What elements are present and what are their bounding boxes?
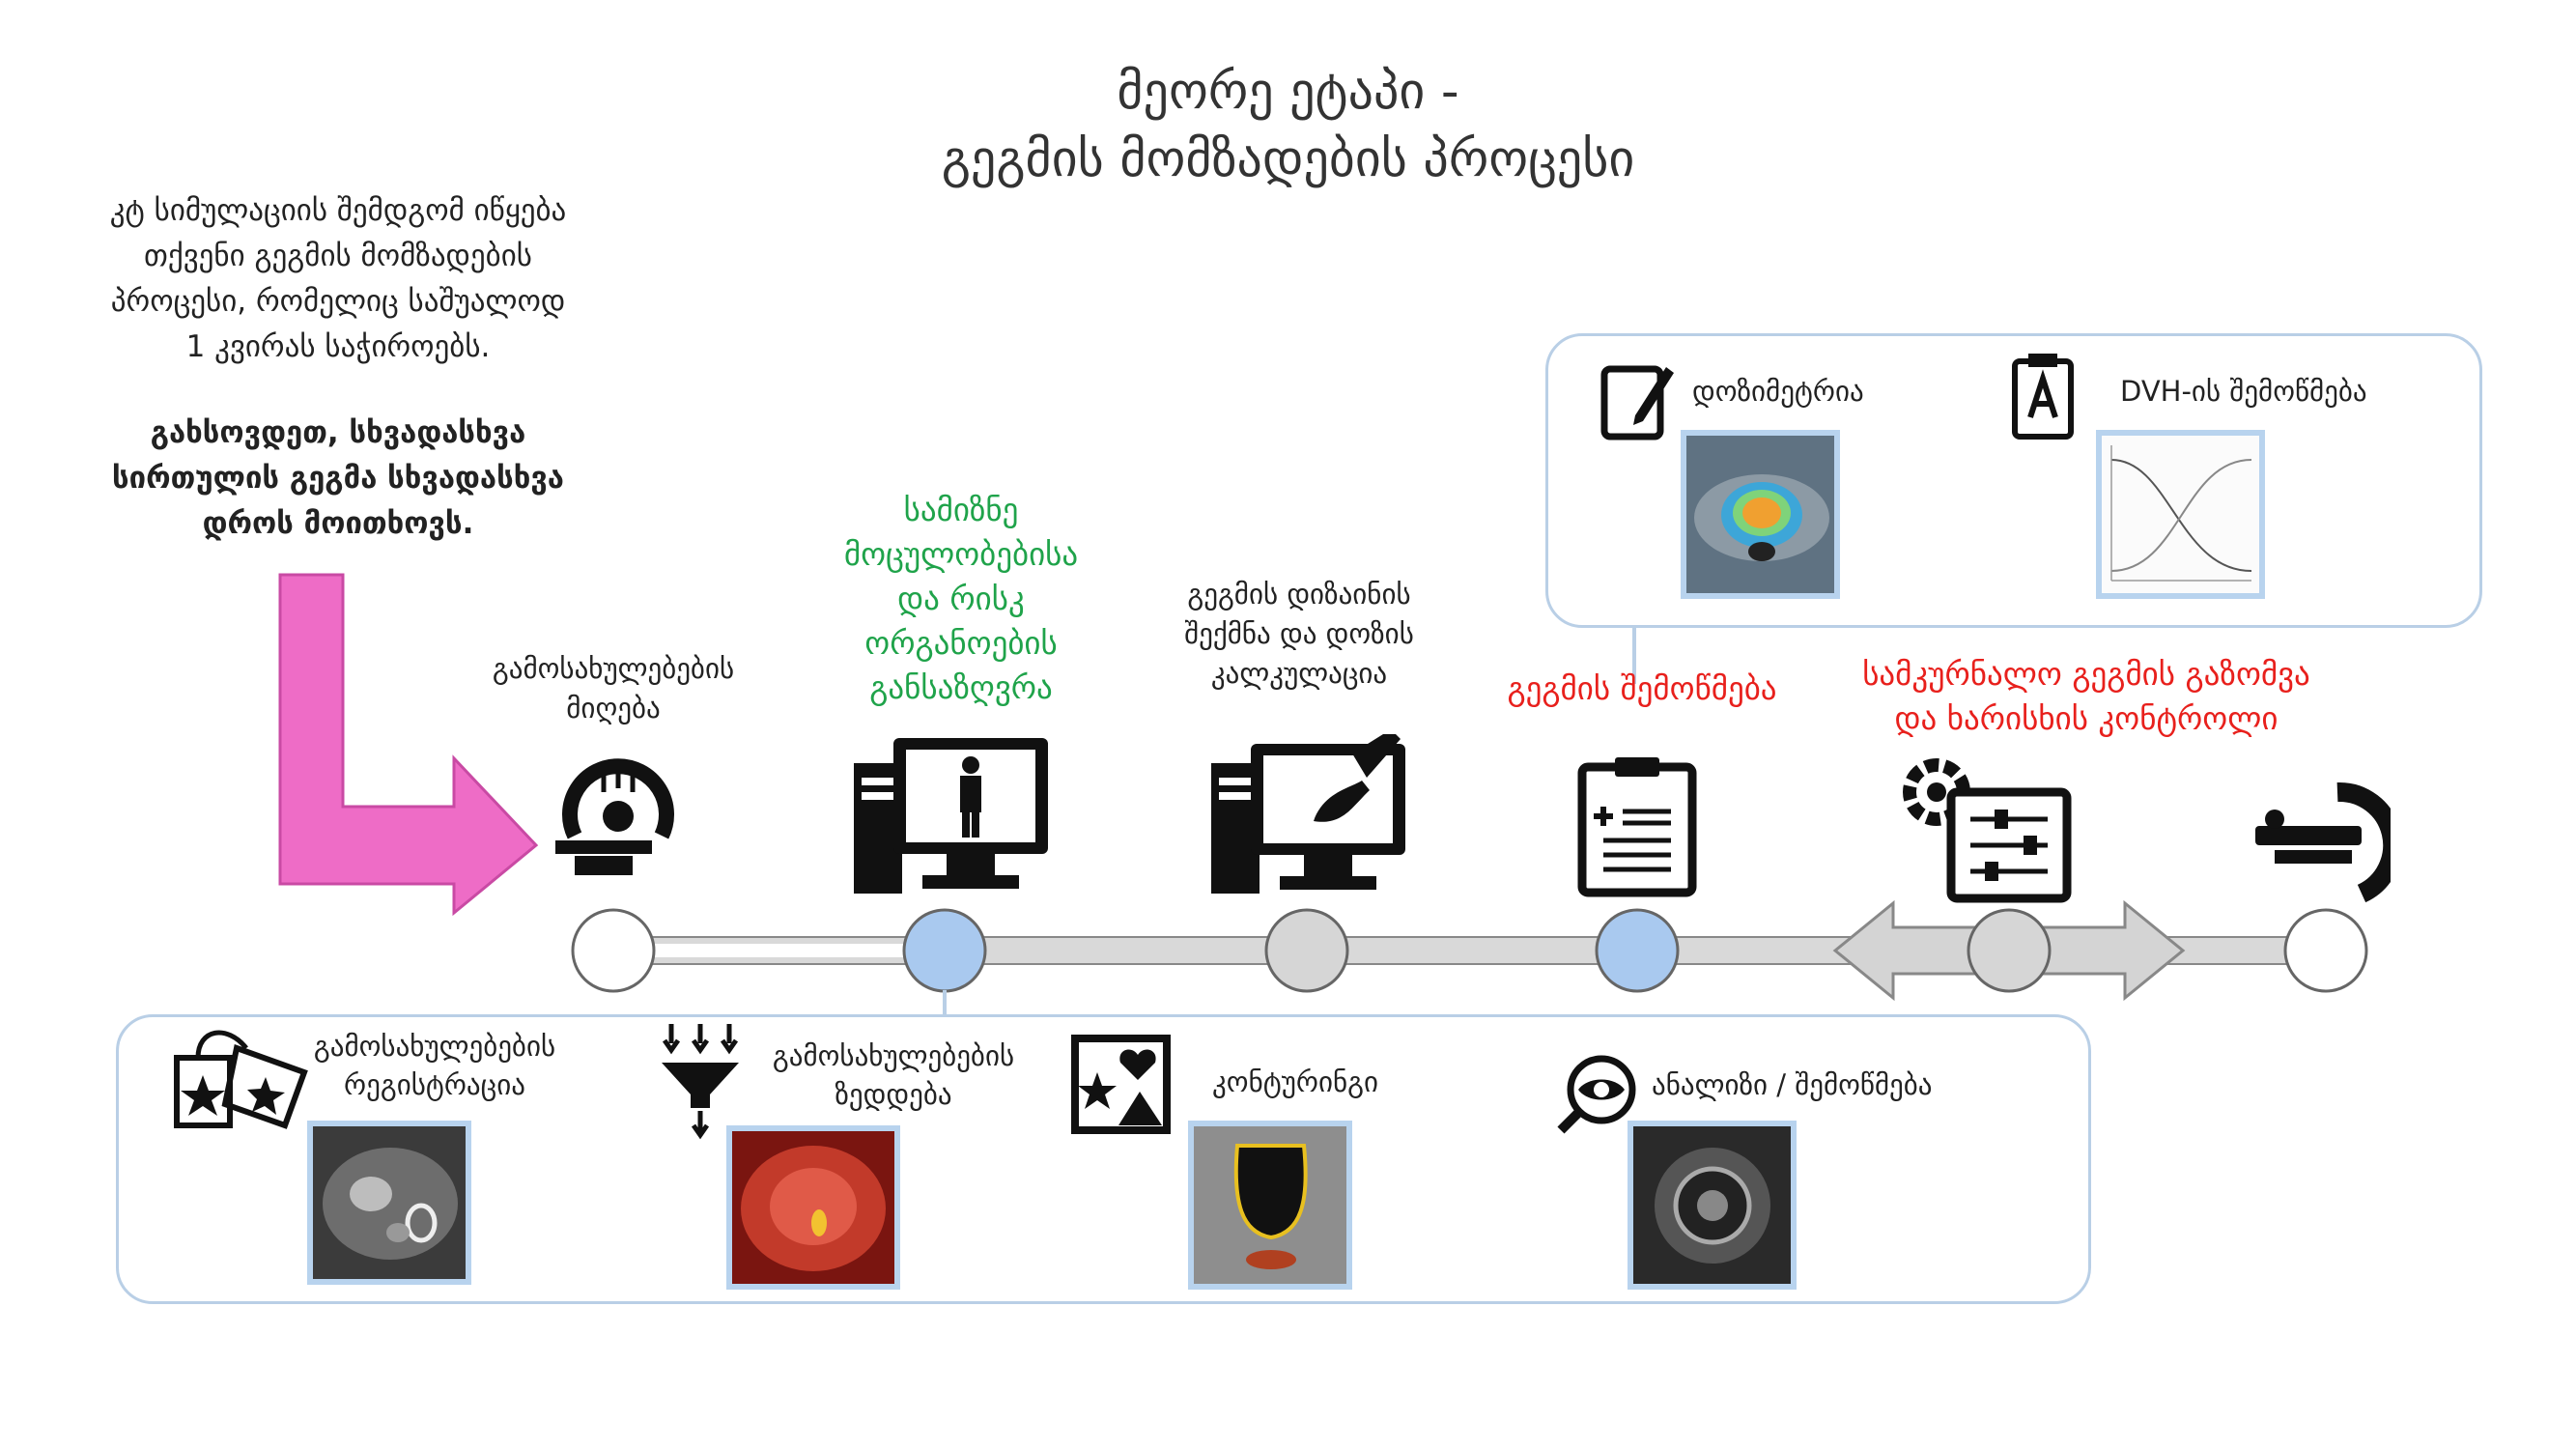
- bottom-panel-connector: [943, 990, 947, 1024]
- label-line: განსაზღვრა: [869, 668, 1053, 706]
- title-line-1: მეორე ეტაპი -: [1117, 63, 1459, 121]
- eye-magnifier-icon: [1557, 1055, 1636, 1134]
- page-title: მეორე ეტაპი - გეგმის მომზადების პროცესი: [0, 58, 2576, 193]
- computer-human-icon: [854, 738, 1048, 894]
- label-line: შექმნა და დოზის: [1184, 617, 1414, 650]
- pencil-note-icon: [1600, 365, 1674, 440]
- label-line: გეგმის შემოწმება: [1507, 669, 1777, 707]
- title-line-2: გეგმის მომზადების პროცესი: [941, 130, 1635, 188]
- intro-line: 1 კვირას საჭიროებს.: [185, 329, 491, 364]
- step-label-check: გეგმის შემოწმება: [1449, 667, 1835, 711]
- intro-note-line: გახსოვდეთ, სხვადასხვა: [150, 415, 526, 450]
- dosimetry-label: დოზიმეტრია: [1692, 375, 1864, 408]
- label-line: მიღება: [566, 692, 661, 724]
- label-line: მოცულობებისა: [843, 535, 1079, 573]
- node-treatment: [2283, 908, 2368, 993]
- ct-scan-graphic: [313, 1126, 466, 1279]
- step-label-contouring: სამიზნე მოცულობებისა და რისკ ორგანოების …: [797, 488, 1125, 710]
- analysis-image: [1628, 1121, 1797, 1290]
- gear-sliders-icon: [1903, 758, 2072, 903]
- step-label-qa: სამკურნალო გეგმის გაზომვა და ხარისხის კო…: [1826, 652, 2347, 741]
- dvh-image: [2096, 430, 2265, 599]
- node-contouring: [902, 908, 987, 993]
- dose-distribution-graphic: [1686, 436, 1834, 593]
- label-line: გამოსახულებების: [492, 652, 735, 685]
- node-qa: [1967, 908, 2052, 993]
- fusion-label: გამოსახულებების ზედდება: [744, 1037, 1043, 1114]
- timeline: [571, 899, 2368, 1002]
- label-line: გამოსახულებების: [772, 1039, 1015, 1072]
- analysis-label: ანალიზი / შემოწმება: [1652, 1068, 1933, 1101]
- node-images: [571, 908, 656, 993]
- node-check: [1595, 908, 1680, 993]
- dvh-curve-graphic: [2102, 436, 2259, 593]
- clipboard-medical-icon: [1577, 757, 1697, 897]
- treatment-machine-icon: [2255, 781, 2391, 903]
- mri-graphic: [1633, 1126, 1791, 1284]
- label-line: რეგისტრაცია: [344, 1068, 525, 1101]
- tags-star-icon: [174, 1030, 308, 1129]
- intro-line: კტ სიმულაციის შემდგომ იწყება: [109, 193, 567, 228]
- step-label-images: გამოსახულებების მიღება: [439, 649, 787, 728]
- dosimetry-image: [1681, 430, 1840, 599]
- pink-l-arrow-icon: [278, 573, 539, 917]
- registration-image: [307, 1121, 471, 1285]
- intro-note-line: დროს მოითხოვს.: [202, 506, 474, 541]
- label-line: გეგმის დიზაინის: [1187, 578, 1411, 611]
- label-line: და ხარისხის კონტროლი: [1894, 699, 2279, 737]
- dvh-label: DVH-ის შემოწმება: [2120, 375, 2367, 408]
- label-line: სამკურნალო გეგმის გაზომვა: [1862, 655, 2310, 693]
- label-line: კალკულაცია: [1210, 657, 1388, 690]
- ct-scanner-icon: [555, 758, 674, 875]
- label-line: და რისკ: [897, 580, 1025, 617]
- clipboard-a-icon: [2012, 354, 2074, 440]
- intro-line: თქვენი გეგმის მომზადების: [144, 239, 532, 273]
- label-line: სამიზნე: [903, 491, 1019, 528]
- computer-brush-icon: [1211, 734, 1405, 894]
- label-line: ორგანოების: [864, 624, 1058, 662]
- intro-text: კტ სიმულაციის შემდგომ იწყება თქვენი გეგმ…: [68, 188, 609, 370]
- label-line: ზედდება: [835, 1078, 952, 1111]
- intro-note: გახსოვდეთ, სხვადასხვა სირთულის გეგმა სხვ…: [68, 411, 609, 547]
- intro-line: პროცესი, რომელიც საშუალოდ: [110, 284, 566, 319]
- node-design: [1264, 908, 1349, 993]
- heart-shapes-icon: [1071, 1035, 1171, 1134]
- funnel-merge-icon: [662, 1024, 739, 1140]
- label-line: გამოსახულებების: [313, 1030, 556, 1063]
- registration-label: გამოსახულებების რეგისტრაცია: [290, 1027, 580, 1104]
- contouring-label: კონტურინგი: [1212, 1065, 1378, 1098]
- pet-ct-graphic: [732, 1131, 894, 1284]
- panel-connector: [1632, 626, 1636, 684]
- step-label-design: გეგმის დიზაინის შექმნა და დოზის კალკულაც…: [1135, 575, 1463, 694]
- contouring-image: [1188, 1121, 1352, 1290]
- contour-graphic: [1194, 1126, 1346, 1284]
- intro-note-line: სირთულის გეგმა სხვადასხვა: [112, 461, 564, 496]
- fusion-image: [726, 1125, 900, 1290]
